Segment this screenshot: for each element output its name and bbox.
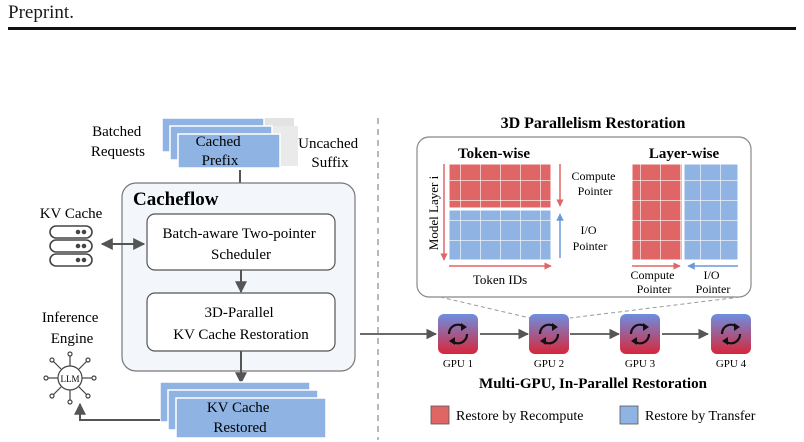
- llm-label: LLM: [61, 374, 80, 384]
- layer-wise-compute-pointer: Compute Pointer: [631, 268, 678, 296]
- refresh-icon: [447, 323, 469, 345]
- token-wise-compute-pointer: Compute Pointer: [572, 169, 619, 198]
- layer-wise-transfer-grid: [683, 163, 739, 261]
- cached-prefix-label: Cached Prefix: [196, 134, 245, 169]
- refresh-icon: [629, 323, 651, 345]
- token-wise-transfer-grid: [448, 209, 552, 261]
- gpu-label: GPU 3: [625, 358, 656, 370]
- gpu-3: GPU 3: [620, 314, 660, 370]
- refresh-icon: [720, 323, 742, 345]
- token-ids-label: Token IDs: [473, 272, 527, 287]
- layer-wise-recompute-grid: [631, 163, 683, 261]
- refresh-icon: [538, 323, 560, 345]
- right-title: 3D Parallelism Restoration: [501, 115, 686, 132]
- header-text: Preprint.: [8, 2, 74, 23]
- cacheflow-title: Cacheflow: [133, 189, 219, 210]
- gpu-1: GPU 1: [438, 314, 478, 370]
- gpu-label: GPU 1: [443, 358, 473, 370]
- legend-recompute-label: Restore by Recompute: [456, 409, 584, 424]
- legend-transfer-label: Restore by Transfer: [645, 409, 756, 424]
- database-icon: [49, 225, 93, 267]
- model-layer-label: Model Layer i: [426, 175, 441, 250]
- gpu-label: GPU 2: [534, 358, 564, 370]
- gpu-label: GPU 4: [716, 358, 747, 370]
- uncached-suffix-label: Uncached Suffix: [298, 136, 362, 171]
- layer-wise-title: Layer-wise: [649, 146, 720, 162]
- legend-transfer-swatch: [619, 405, 639, 425]
- kv-restored-box: [175, 397, 327, 439]
- scheduler-label: Batch-aware Two-pointer Scheduler: [163, 226, 320, 263]
- llm-icon: [43, 351, 97, 405]
- batched-requests-label: Batched Requests: [91, 124, 145, 160]
- token-wise-io-pointer: I/O Pointer: [573, 223, 608, 253]
- multi-gpu-caption: Multi-GPU, In-Parallel Restoration: [479, 376, 708, 392]
- token-wise-recompute-grid: [448, 163, 552, 209]
- inference-engine-label: Inference Engine: [42, 310, 102, 347]
- legend-recompute-swatch: [430, 405, 450, 425]
- kv-cache-label: KV Cache: [40, 206, 103, 222]
- cached-prefix-box: [177, 133, 281, 169]
- token-wise-title: Token-wise: [458, 146, 530, 162]
- layer-wise-io-pointer: I/O Pointer: [696, 268, 731, 296]
- gpu-4: GPU 4: [711, 314, 751, 370]
- restoration-label: 3D-Parallel KV Cache Restoration: [173, 305, 309, 343]
- kv-restored-label: KV Cache Restored: [207, 400, 273, 436]
- header-rule: [8, 27, 796, 30]
- gpu-2: GPU 2: [529, 314, 569, 370]
